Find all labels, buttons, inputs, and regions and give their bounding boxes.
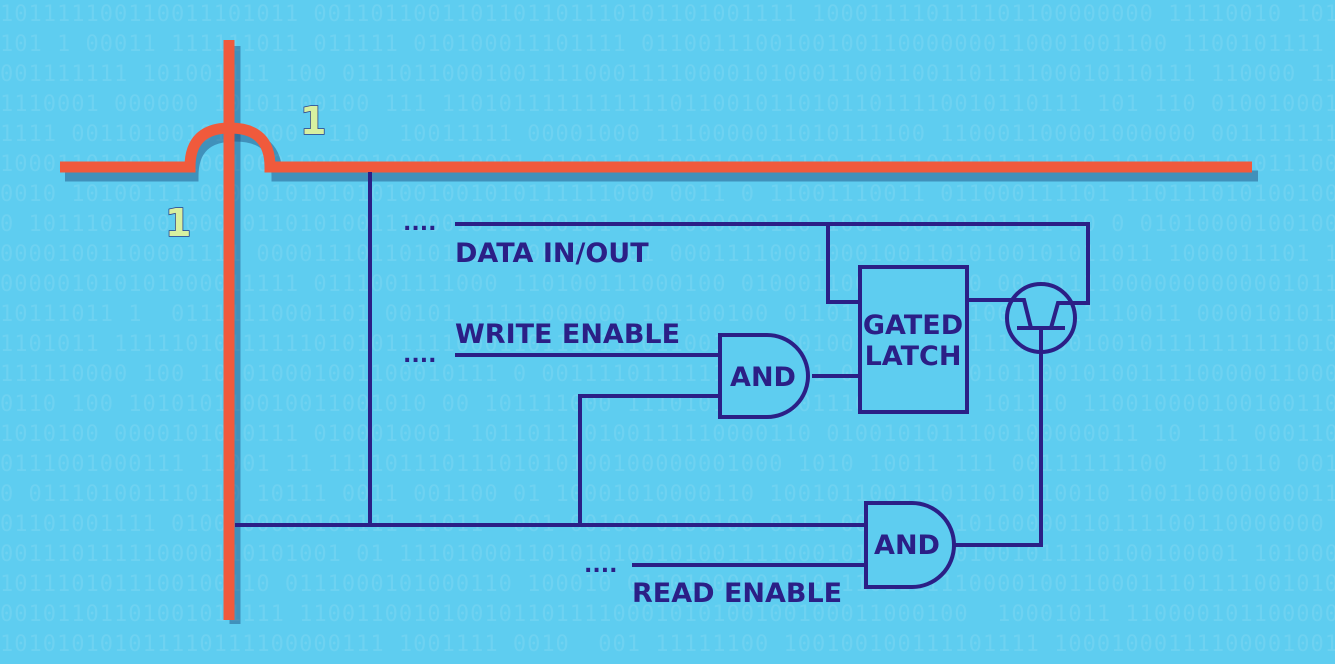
and-gate-write: AND bbox=[718, 333, 810, 419]
transistor-icon bbox=[1005, 282, 1077, 354]
gated-latch-label-line2: LATCH bbox=[865, 341, 962, 372]
column-line-bit: 1 bbox=[165, 201, 191, 245]
row-line-bit: 1 bbox=[300, 99, 326, 143]
latch-data-input-wire bbox=[826, 224, 860, 304]
transistor-gate-wire bbox=[954, 352, 1043, 547]
data-bus-wire bbox=[455, 222, 1090, 305]
gated-latch-label-line1: GATED bbox=[863, 310, 963, 341]
gated-latch: GATED LATCH bbox=[858, 265, 969, 414]
and-top-input-b-wire bbox=[578, 394, 720, 525]
and-gate-write-label: AND bbox=[730, 362, 796, 393]
data-lead-dots: .... bbox=[403, 211, 436, 236]
read-enable-label: READ ENABLE bbox=[632, 578, 842, 609]
and-gate-read: AND bbox=[864, 501, 956, 589]
read-lead-dots: .... bbox=[584, 553, 617, 578]
data-in-out-label: DATA IN/OUT bbox=[455, 238, 649, 269]
and-gate-read-label: AND bbox=[874, 530, 940, 561]
write-enable-label: WRITE ENABLE bbox=[455, 319, 680, 350]
write-lead-dots: .... bbox=[403, 343, 436, 368]
